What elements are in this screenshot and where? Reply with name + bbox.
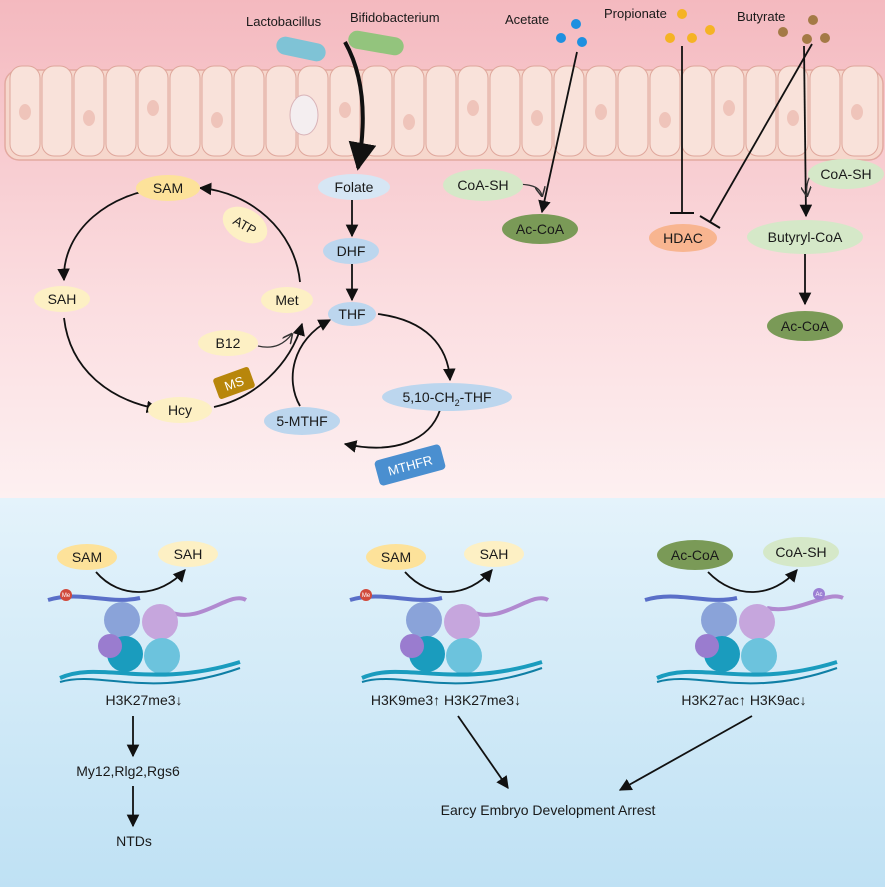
thf-label: THF	[338, 306, 365, 322]
coa-sh-right-node	[808, 159, 884, 189]
panel1-nucleosome-icon	[47, 589, 248, 685]
met-node	[261, 287, 313, 313]
butyryl-coa-label: Butyryl-CoA	[768, 229, 843, 245]
panel2-transfer-arrow	[404, 569, 493, 593]
panel3-transfer-arrow	[707, 569, 798, 593]
outcome-label: Earcy Embryo Development Arrest	[441, 802, 656, 818]
ac-coa-right-node	[767, 311, 843, 341]
panel2-histone-label: H3K9me3↑ H3K27me3↓	[371, 692, 521, 708]
met-label: Met	[275, 292, 298, 308]
thf-node	[328, 302, 376, 326]
propionate-label: Propionate	[604, 6, 667, 21]
lactobacillus-icon	[276, 36, 326, 62]
panel1-histone-label: H3K27me3↓	[105, 692, 182, 708]
coa-sh-left-node	[443, 169, 523, 201]
sah-label: SAH	[48, 291, 77, 307]
coa-sh-right-label: CoA-SH	[820, 166, 871, 182]
bifidobacterium-label: Bifidobacterium	[350, 10, 440, 25]
propionate-particles-icon	[665, 9, 715, 43]
methionine-cycle	[57, 182, 305, 414]
panel3-accoa-label: Ac-CoA	[671, 547, 720, 563]
mthfr-enzyme-badge: MTHFR	[374, 444, 446, 486]
panel2-sam-label: SAM	[381, 549, 411, 565]
butyrate-label: Butyrate	[737, 9, 785, 24]
panel3-to-outcome-arrow	[618, 715, 753, 791]
sah-node	[34, 286, 90, 312]
panel2-sah-label: SAH	[480, 546, 509, 562]
hcy-label: Hcy	[168, 402, 192, 418]
ac-coa-left-node	[502, 214, 578, 244]
ac-coa-left-label: Ac-CoA	[516, 221, 565, 237]
butyryl-coa-node	[747, 220, 863, 254]
panel2-sah-node	[464, 541, 524, 567]
panel-3: Ac-CoA CoA-SH Ac H3K27ac↑ H3K9ac↓	[644, 537, 844, 708]
panel3-coash-label: CoA-SH	[775, 544, 826, 560]
5-mthf-node	[264, 407, 340, 435]
hdac-label: HDAC	[663, 230, 703, 246]
folate-label: Folate	[335, 179, 374, 195]
b12-node	[198, 330, 258, 356]
ch2thf-label: 5,10-CH2-THF	[402, 389, 491, 408]
panel3-histone-label: H3K27ac↑ H3K9ac↓	[681, 692, 806, 708]
panel-1: SAM SAH Me H3K27me3↓ My12,Rlg2,Rgs6 NTDs	[47, 541, 248, 849]
folate-pathway-arrows	[291, 200, 456, 453]
bacteria-to-folate-arrow	[343, 41, 377, 171]
acetate-particles-icon	[556, 19, 587, 47]
panel-2: SAM SAH Me H3K9me3↑ H3K27me3↓	[349, 541, 550, 708]
ac-coa-right-label: Ac-CoA	[781, 318, 830, 334]
acetate-label: Acetate	[505, 12, 549, 27]
panel3-accoa-node	[657, 540, 733, 570]
bifidobacterium-icon	[348, 30, 404, 56]
hcy-node	[148, 397, 212, 423]
folate-node	[318, 174, 390, 200]
panel1-sam-node	[57, 544, 117, 570]
sam-node	[136, 175, 200, 201]
panel3-coash-node	[763, 537, 839, 567]
b12-label: B12	[216, 335, 241, 351]
panel1-transfer-arrow	[95, 569, 186, 593]
dhf-node	[323, 238, 379, 264]
lactobacillus-label: Lactobacillus	[246, 14, 322, 29]
bottom-panel-background	[0, 498, 885, 887]
ch2thf-node	[382, 383, 512, 411]
panel3-nucleosome-icon	[644, 588, 844, 685]
butyrate-particles-icon	[778, 15, 830, 44]
intestinal-epithelium	[4, 65, 884, 161]
panel2-nucleosome-icon	[349, 589, 550, 685]
panel2-to-outcome-arrow	[457, 715, 509, 790]
panel3-mark-label: Ac	[815, 592, 822, 598]
ms-label: MS	[222, 373, 246, 394]
panel2-sam-node	[366, 544, 426, 570]
atp-node	[222, 206, 268, 244]
hdac-node	[649, 224, 717, 252]
panel2-mark-label: Me	[362, 593, 371, 599]
panel1-genes-label: My12,Rlg2,Rgs6	[76, 763, 180, 779]
panel1-mark-label: Me	[62, 593, 71, 599]
scfa-pathway-lines	[511, 43, 831, 306]
ms-enzyme-badge: MS	[213, 367, 255, 399]
panel1-sah-label: SAH	[174, 546, 203, 562]
5-mthf-label: 5-MTHF	[276, 413, 327, 429]
sam-label: SAM	[153, 180, 183, 196]
panel1-ntds-label: NTDs	[116, 833, 152, 849]
coa-sh-left-label: CoA-SH	[457, 177, 508, 193]
panel1-sam-label: SAM	[72, 549, 102, 565]
panel1-sah-node	[158, 541, 218, 567]
dhf-label: DHF	[337, 243, 366, 259]
